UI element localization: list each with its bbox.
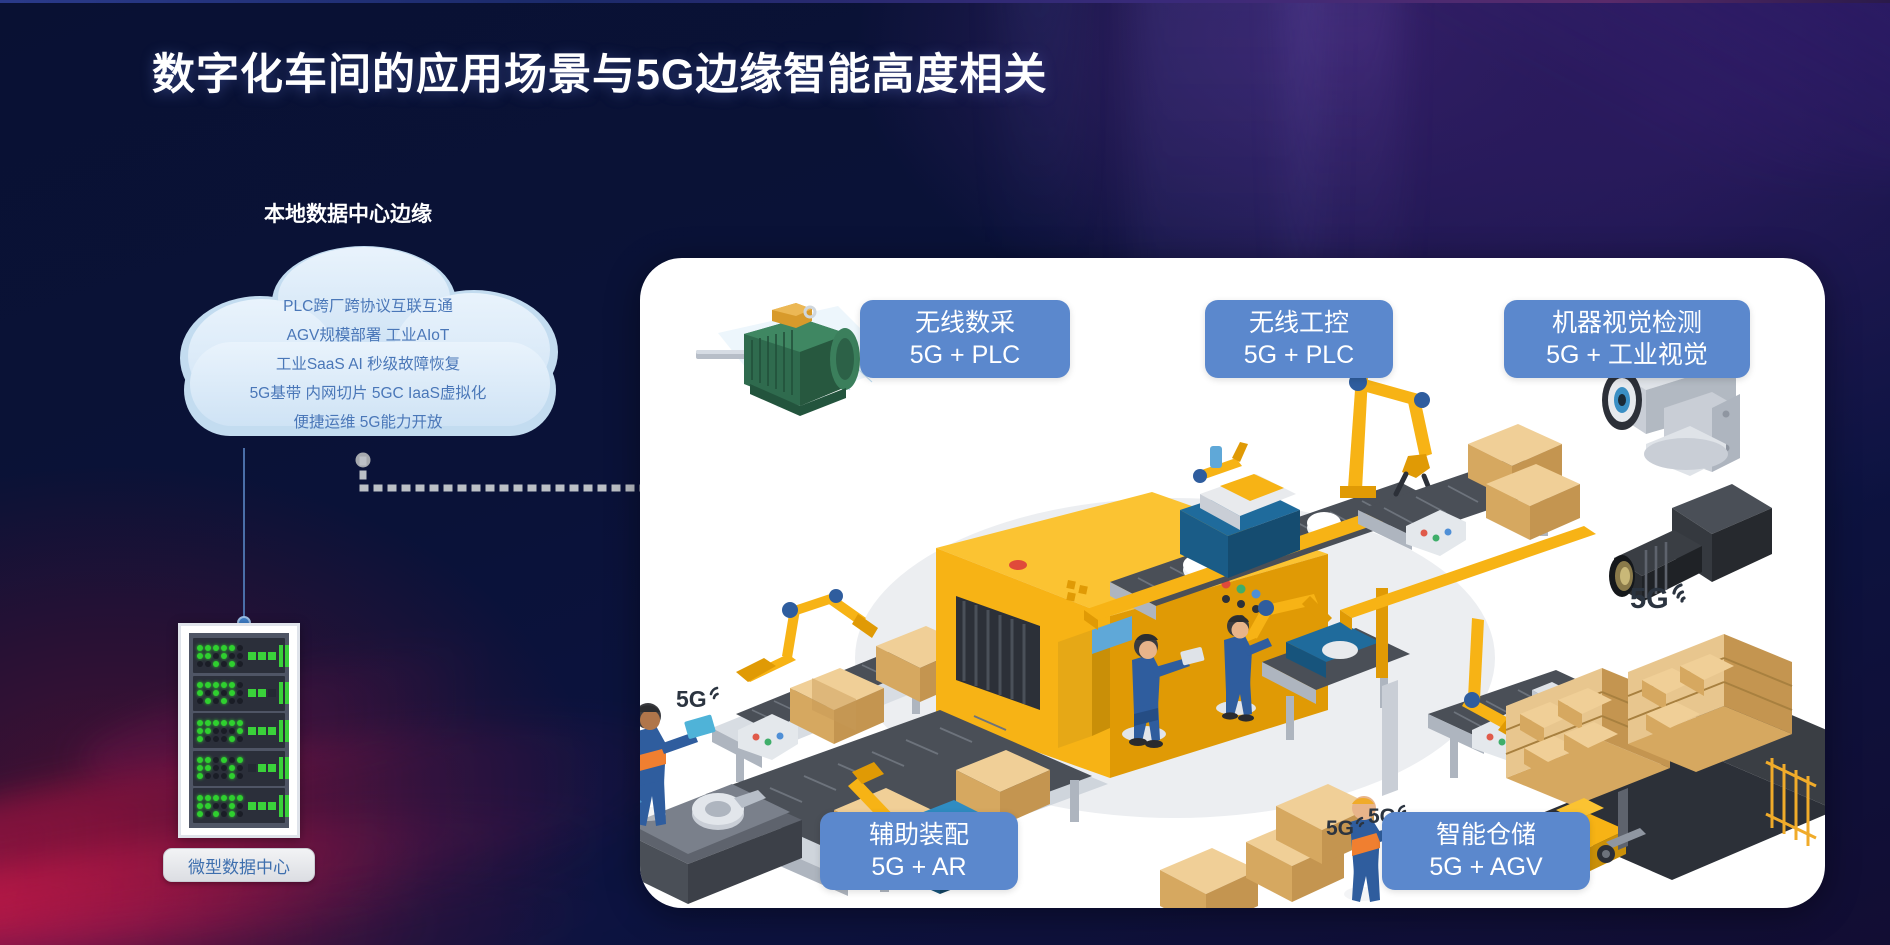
robot-arm-left: [736, 589, 878, 682]
led-grid-icon: [197, 794, 243, 817]
callout-machine-vision-inspection[interactable]: 机器视觉检测 5G + 工业视觉: [1504, 300, 1750, 378]
rack-indicator-blocks: [248, 726, 276, 735]
callout-wireless-industrial-control[interactable]: 无线工控 5G + PLC: [1205, 300, 1393, 378]
callout-subtitle: 5G + 工业视觉: [1546, 341, 1708, 369]
rack-status-bars: [279, 682, 289, 704]
local-datacenter-cloud: PLC跨厂跨协议互联互通 AGV规模部署 工业AIoT 工业SaaS AI 秒级…: [168, 240, 568, 455]
led-grid-icon: [197, 757, 243, 779]
callout-title: 智能仓储: [1435, 821, 1536, 849]
callout-subtitle: 5G + AGV: [1429, 853, 1543, 881]
rack-unit: [193, 638, 289, 673]
cloud-line-5: 便捷运维 5G能力开放: [293, 414, 443, 431]
rack-indicator-blocks: [248, 689, 276, 697]
rack-interior: [189, 633, 289, 828]
callout-smart-warehousing[interactable]: 智能仓储 5G + AGV: [1382, 812, 1590, 890]
cloud-capability-list: PLC跨厂跨协议互联互通 AGV规模部署 工业AIoT 工业SaaS AI 秒级…: [168, 292, 568, 437]
rack-unit: [193, 750, 289, 786]
box-stacks: [1160, 784, 1374, 908]
cloud-line-4: 5G基带 内网切片 5GC IaaS虚拟化: [249, 385, 487, 402]
rack-indicator-blocks: [248, 801, 276, 810]
led-grid-icon: [197, 682, 243, 704]
led-grid-icon: [197, 719, 243, 742]
motor-asset: 360°: [696, 303, 1003, 416]
rack-status-bars: [279, 719, 289, 742]
robot-arm-gripper: [1340, 373, 1435, 499]
rack-indicator-blocks: [248, 651, 276, 660]
micro-datacenter-label: 微型数据中心: [163, 848, 315, 882]
lens-5g-tag: 5G: [1630, 583, 1686, 615]
cloud-line-2: AGV规模部署 工业AIoT: [286, 327, 450, 344]
cloud-line-1: PLC跨厂跨协议互联互通: [283, 298, 453, 315]
worker-inspection: [1216, 615, 1272, 722]
callout-subtitle: 5G + PLC: [1243, 341, 1355, 369]
factory-isometric-illustration: 360°: [640, 303, 1825, 908]
background-light-streak-3: [1001, 0, 1078, 275]
svg-text:5G: 5G: [1630, 583, 1669, 615]
right-upper-conveyor: [1358, 424, 1580, 556]
svg-text:5G: 5G: [676, 686, 707, 712]
worker-at-machine: [1122, 633, 1205, 748]
top-accent-line: [0, 0, 1890, 3]
callout-subtitle: 5G + PLC: [909, 341, 1021, 369]
rack-status-bars: [279, 794, 289, 817]
rack-status-bars: [279, 757, 289, 779]
worker-warehouse: [1344, 796, 1406, 902]
callout-subtitle: 5G + AR: [871, 853, 967, 881]
callout-wireless-data-collection[interactable]: 无线数采 5G + PLC: [860, 300, 1070, 378]
micro-datacenter-rack: [178, 623, 300, 838]
rack-unit: [193, 788, 289, 823]
callout-title: 无线工控: [1248, 309, 1349, 337]
warehouse-agv-scene: [1505, 634, 1825, 880]
cloud-line-3: 工业SaaS AI 秒级故障恢复: [275, 356, 461, 373]
callout-title: 机器视觉检测: [1551, 309, 1702, 337]
rack-indicator-blocks: [248, 764, 276, 772]
callout-assisted-assembly[interactable]: 辅助装配 5G + AR: [820, 812, 1018, 890]
edge-section-label: 本地数据中心边缘: [264, 203, 432, 226]
agv-5g-tag-1: 5G: [1326, 816, 1365, 840]
ar-workbench: [640, 703, 802, 904]
workbench-5g-tag: 5G: [676, 686, 719, 712]
callout-title: 辅助装配: [868, 821, 969, 849]
led-grid-icon: [197, 644, 243, 667]
cloud-to-rack-line: [243, 448, 245, 623]
cloud-to-tower-connector: [355, 452, 682, 497]
rack-unit: [193, 713, 289, 748]
industrial-lens-camera: [1609, 484, 1772, 602]
callout-title: 无线数采: [914, 309, 1015, 337]
rack-status-bars: [279, 644, 289, 667]
cloud-shape-icon: [180, 246, 558, 436]
gantry-machine: [1180, 442, 1300, 578]
svg-text:5G: 5G: [1326, 817, 1354, 840]
page-title: 数字化车间的应用场景与5G边缘智能高度相关: [152, 51, 1048, 99]
rack-unit: [193, 675, 289, 711]
gantry-column: [1340, 526, 1596, 796]
